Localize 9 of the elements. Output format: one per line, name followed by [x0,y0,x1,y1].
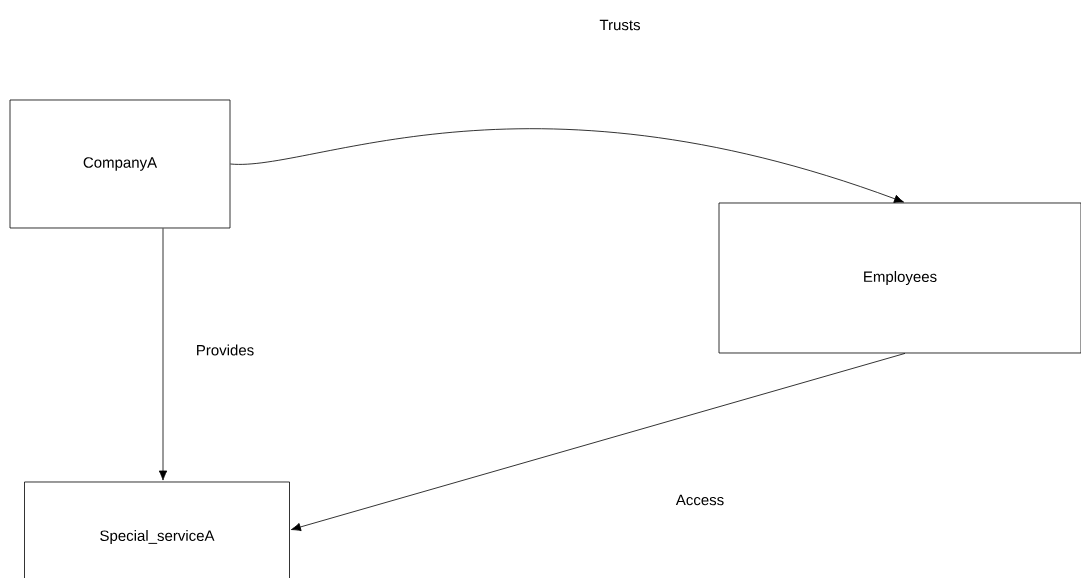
process-box: CompanyA [9,99,231,229]
edge-label: Provides [193,342,257,358]
process-box: Employees [718,202,1081,354]
arrow [290,353,906,532]
process-box: Special_serviceA [24,481,290,578]
label: Trusts [599,19,640,31]
edge-label: Access [673,492,727,508]
arrow [158,228,168,481]
arrow [230,128,904,203]
